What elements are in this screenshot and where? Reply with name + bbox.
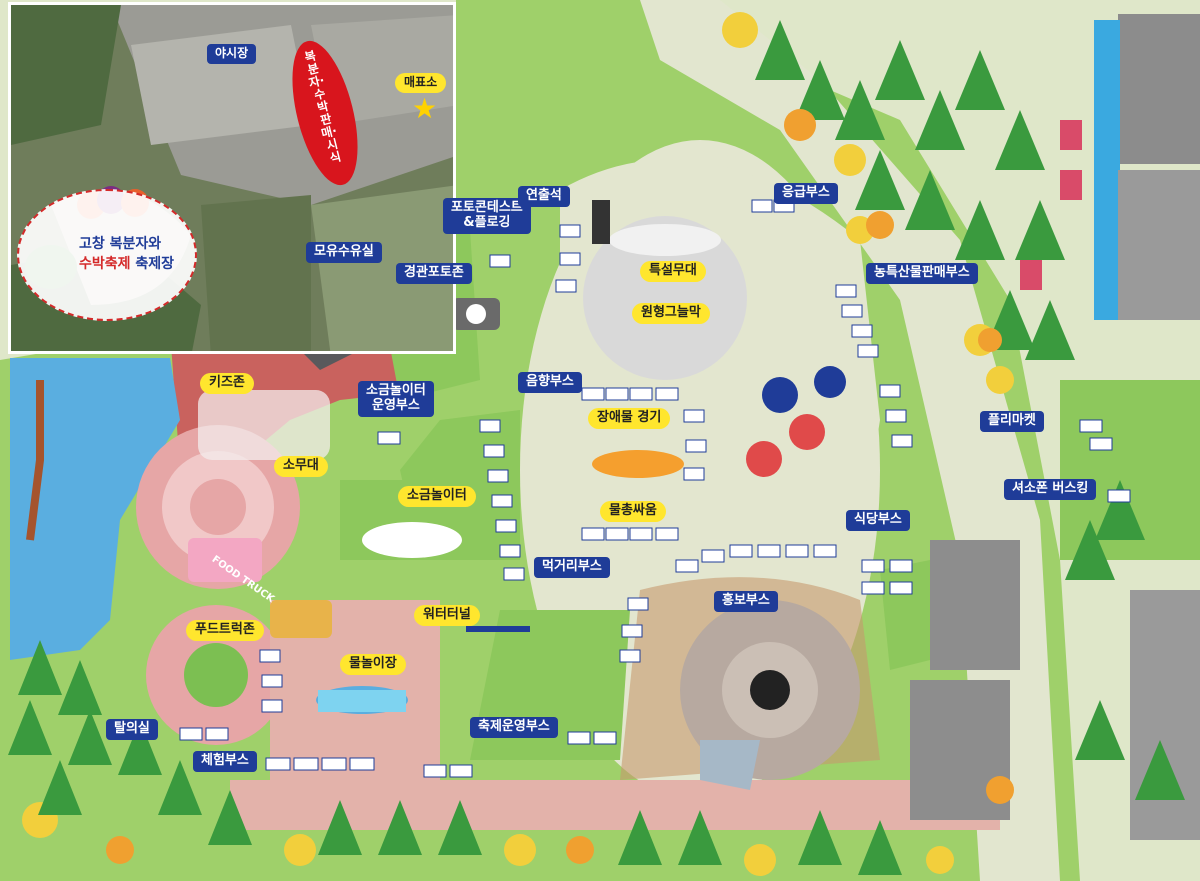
disabled-race-label[interactable]: 장애물 경기	[588, 408, 671, 429]
festival-title-line2: 수박축제 축제장	[79, 253, 174, 273]
building-3	[930, 540, 1020, 670]
round-shade-label[interactable]: 원형그늘막	[632, 303, 710, 324]
food-truck-zone-label[interactable]: 푸드트럭존	[186, 620, 264, 641]
walking-path	[640, 0, 1060, 881]
tree-cluster-left	[8, 640, 902, 875]
building-2	[1118, 170, 1200, 320]
flea-market-label[interactable]: 플리마켓	[980, 411, 1044, 432]
salt-play-booth-label[interactable]: 소금놀이터 운영부스	[358, 381, 434, 417]
festival-logo: 고창 복분자와 수박축제 축제장	[17, 189, 197, 321]
special-stage-globe	[583, 216, 747, 380]
tree-cluster-orange	[106, 109, 1014, 864]
star-icon: ★	[412, 92, 438, 125]
salt-playground-label[interactable]: 소금놀이터	[398, 486, 476, 507]
tree-cluster-right	[755, 20, 1185, 800]
building-5	[1130, 590, 1200, 710]
shuttle-bus-label[interactable]: 셔소폰 버스킹	[1004, 479, 1097, 500]
eating-booth-label[interactable]: 먹거리부스	[534, 557, 610, 578]
aerial-inset: 복분자·수박판매·시식 야시장 매표소 ★ 고창 복분자와 수박축제 축제장	[8, 2, 456, 354]
pr-booth-label[interactable]: 홍보부스	[714, 591, 778, 612]
pond	[10, 358, 180, 660]
photo-contest-label[interactable]: 포토콘테스트 &플로깅	[443, 198, 531, 234]
sound-booth-label[interactable]: 음향부스	[518, 372, 582, 393]
night-market-label: 야시장	[207, 44, 257, 64]
performers-seat-label[interactable]: 연출석	[518, 186, 570, 207]
experience-booth-label[interactable]: 체험부스	[193, 751, 257, 772]
dressing-room-label[interactable]: 탈의실	[106, 719, 158, 740]
kids-zone-label[interactable]: 키즈존	[200, 373, 254, 394]
landscape-photo-zone-label[interactable]: 경관포토존	[396, 263, 472, 284]
booth-tents	[179, 199, 1131, 778]
festival-ops-booth-label[interactable]: 축제운영부스	[470, 717, 558, 738]
small-stage-label[interactable]: 소무대	[274, 456, 328, 477]
emergency-booth-label[interactable]: 응급부스	[774, 183, 838, 204]
festival-title-line1: 고창 복분자와	[79, 236, 162, 252]
salt-pile	[362, 522, 462, 558]
water-tunnel-frame	[466, 626, 530, 632]
festival-title-rest: 축제장	[130, 256, 175, 272]
water-gun-fight-label[interactable]: 물총싸움	[600, 501, 666, 522]
farm-products-booth-label[interactable]: 농특산물판매부스	[866, 263, 978, 284]
water-play-label[interactable]: 물놀이장	[340, 654, 406, 675]
food-truck-vehicle	[188, 538, 262, 582]
water-gun-icon	[592, 450, 684, 478]
special-stage-label[interactable]: 특설무대	[640, 261, 706, 282]
ticket-office-label: 매표소	[395, 73, 447, 93]
festival-title-red: 수박축제	[79, 256, 131, 272]
mother-nursing-room-label[interactable]: 모유수유실	[306, 242, 382, 263]
food-booth-label[interactable]: 식당부스	[846, 510, 910, 531]
building-1	[1118, 14, 1200, 164]
food-truck-vehicle-2	[270, 600, 332, 638]
water-tunnel-label[interactable]: 워터터널	[414, 605, 480, 626]
